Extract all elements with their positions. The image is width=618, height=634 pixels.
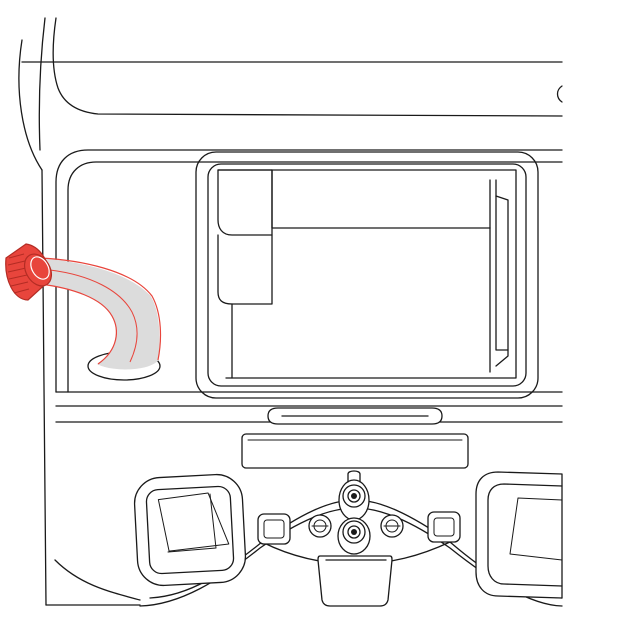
reservoir-window xyxy=(195,151,539,399)
right-small-button xyxy=(427,511,461,543)
appliance-lid xyxy=(18,17,563,171)
left-small-button xyxy=(257,513,291,545)
drip-strip xyxy=(267,407,443,425)
left-square-button xyxy=(133,473,247,587)
pouring-liquid-stream xyxy=(37,257,162,370)
red-bottle-cap-icon xyxy=(5,243,53,301)
right-round-knob xyxy=(380,514,404,538)
bottom-center-button xyxy=(317,555,393,607)
left-round-knob xyxy=(308,514,332,538)
right-square-button xyxy=(475,471,563,599)
display-slot xyxy=(241,433,469,469)
center-dial-stack xyxy=(337,470,371,555)
appliance-body xyxy=(41,169,141,606)
front-panel-recess xyxy=(55,149,563,423)
